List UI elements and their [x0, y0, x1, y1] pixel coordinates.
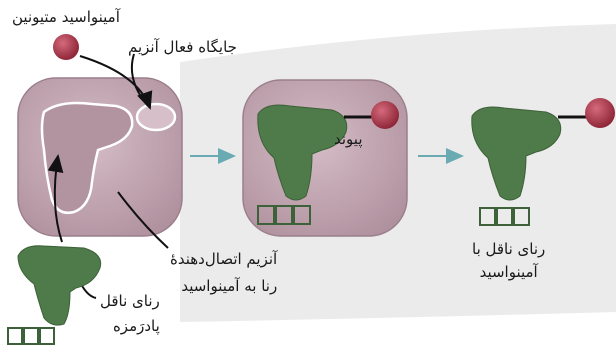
bonded-amino-acid: [371, 101, 399, 129]
anticodon-boxes: [8, 328, 54, 344]
label-trna-line2: پادرَمزه: [100, 315, 160, 338]
label-active-site: جایگاه فعال آنزیم: [128, 36, 237, 59]
amino-acid-methionine: [53, 34, 79, 60]
label-trna: رنای ناقل پادرَمزه: [100, 290, 160, 339]
label-enzyme-line2: رنا به آمینواسید: [170, 275, 277, 298]
attached-amino-acid: [585, 98, 615, 128]
free-trna: [8, 246, 101, 344]
label-charged-trna-line2: آمینواسید: [472, 261, 545, 284]
active-site: [137, 104, 175, 130]
label-amino-acid-methionine: آمینواسید متیونین: [12, 6, 120, 29]
label-bond: پیوند: [334, 128, 363, 151]
label-charged-trna: رنای ناقل با آمینواسید: [472, 238, 545, 285]
label-enzyme-line1: آنزیم اتصال‌دهندهٔ: [170, 248, 277, 271]
enzyme-stage-1: [18, 78, 182, 236]
label-charged-trna-line1: رنای ناقل با: [472, 238, 545, 261]
enzyme-stage-2: [243, 80, 407, 236]
label-enzyme: آنزیم اتصال‌دهندهٔ رنا به آمینواسید: [170, 248, 277, 299]
label-trna-line1: رنای ناقل: [100, 290, 160, 313]
